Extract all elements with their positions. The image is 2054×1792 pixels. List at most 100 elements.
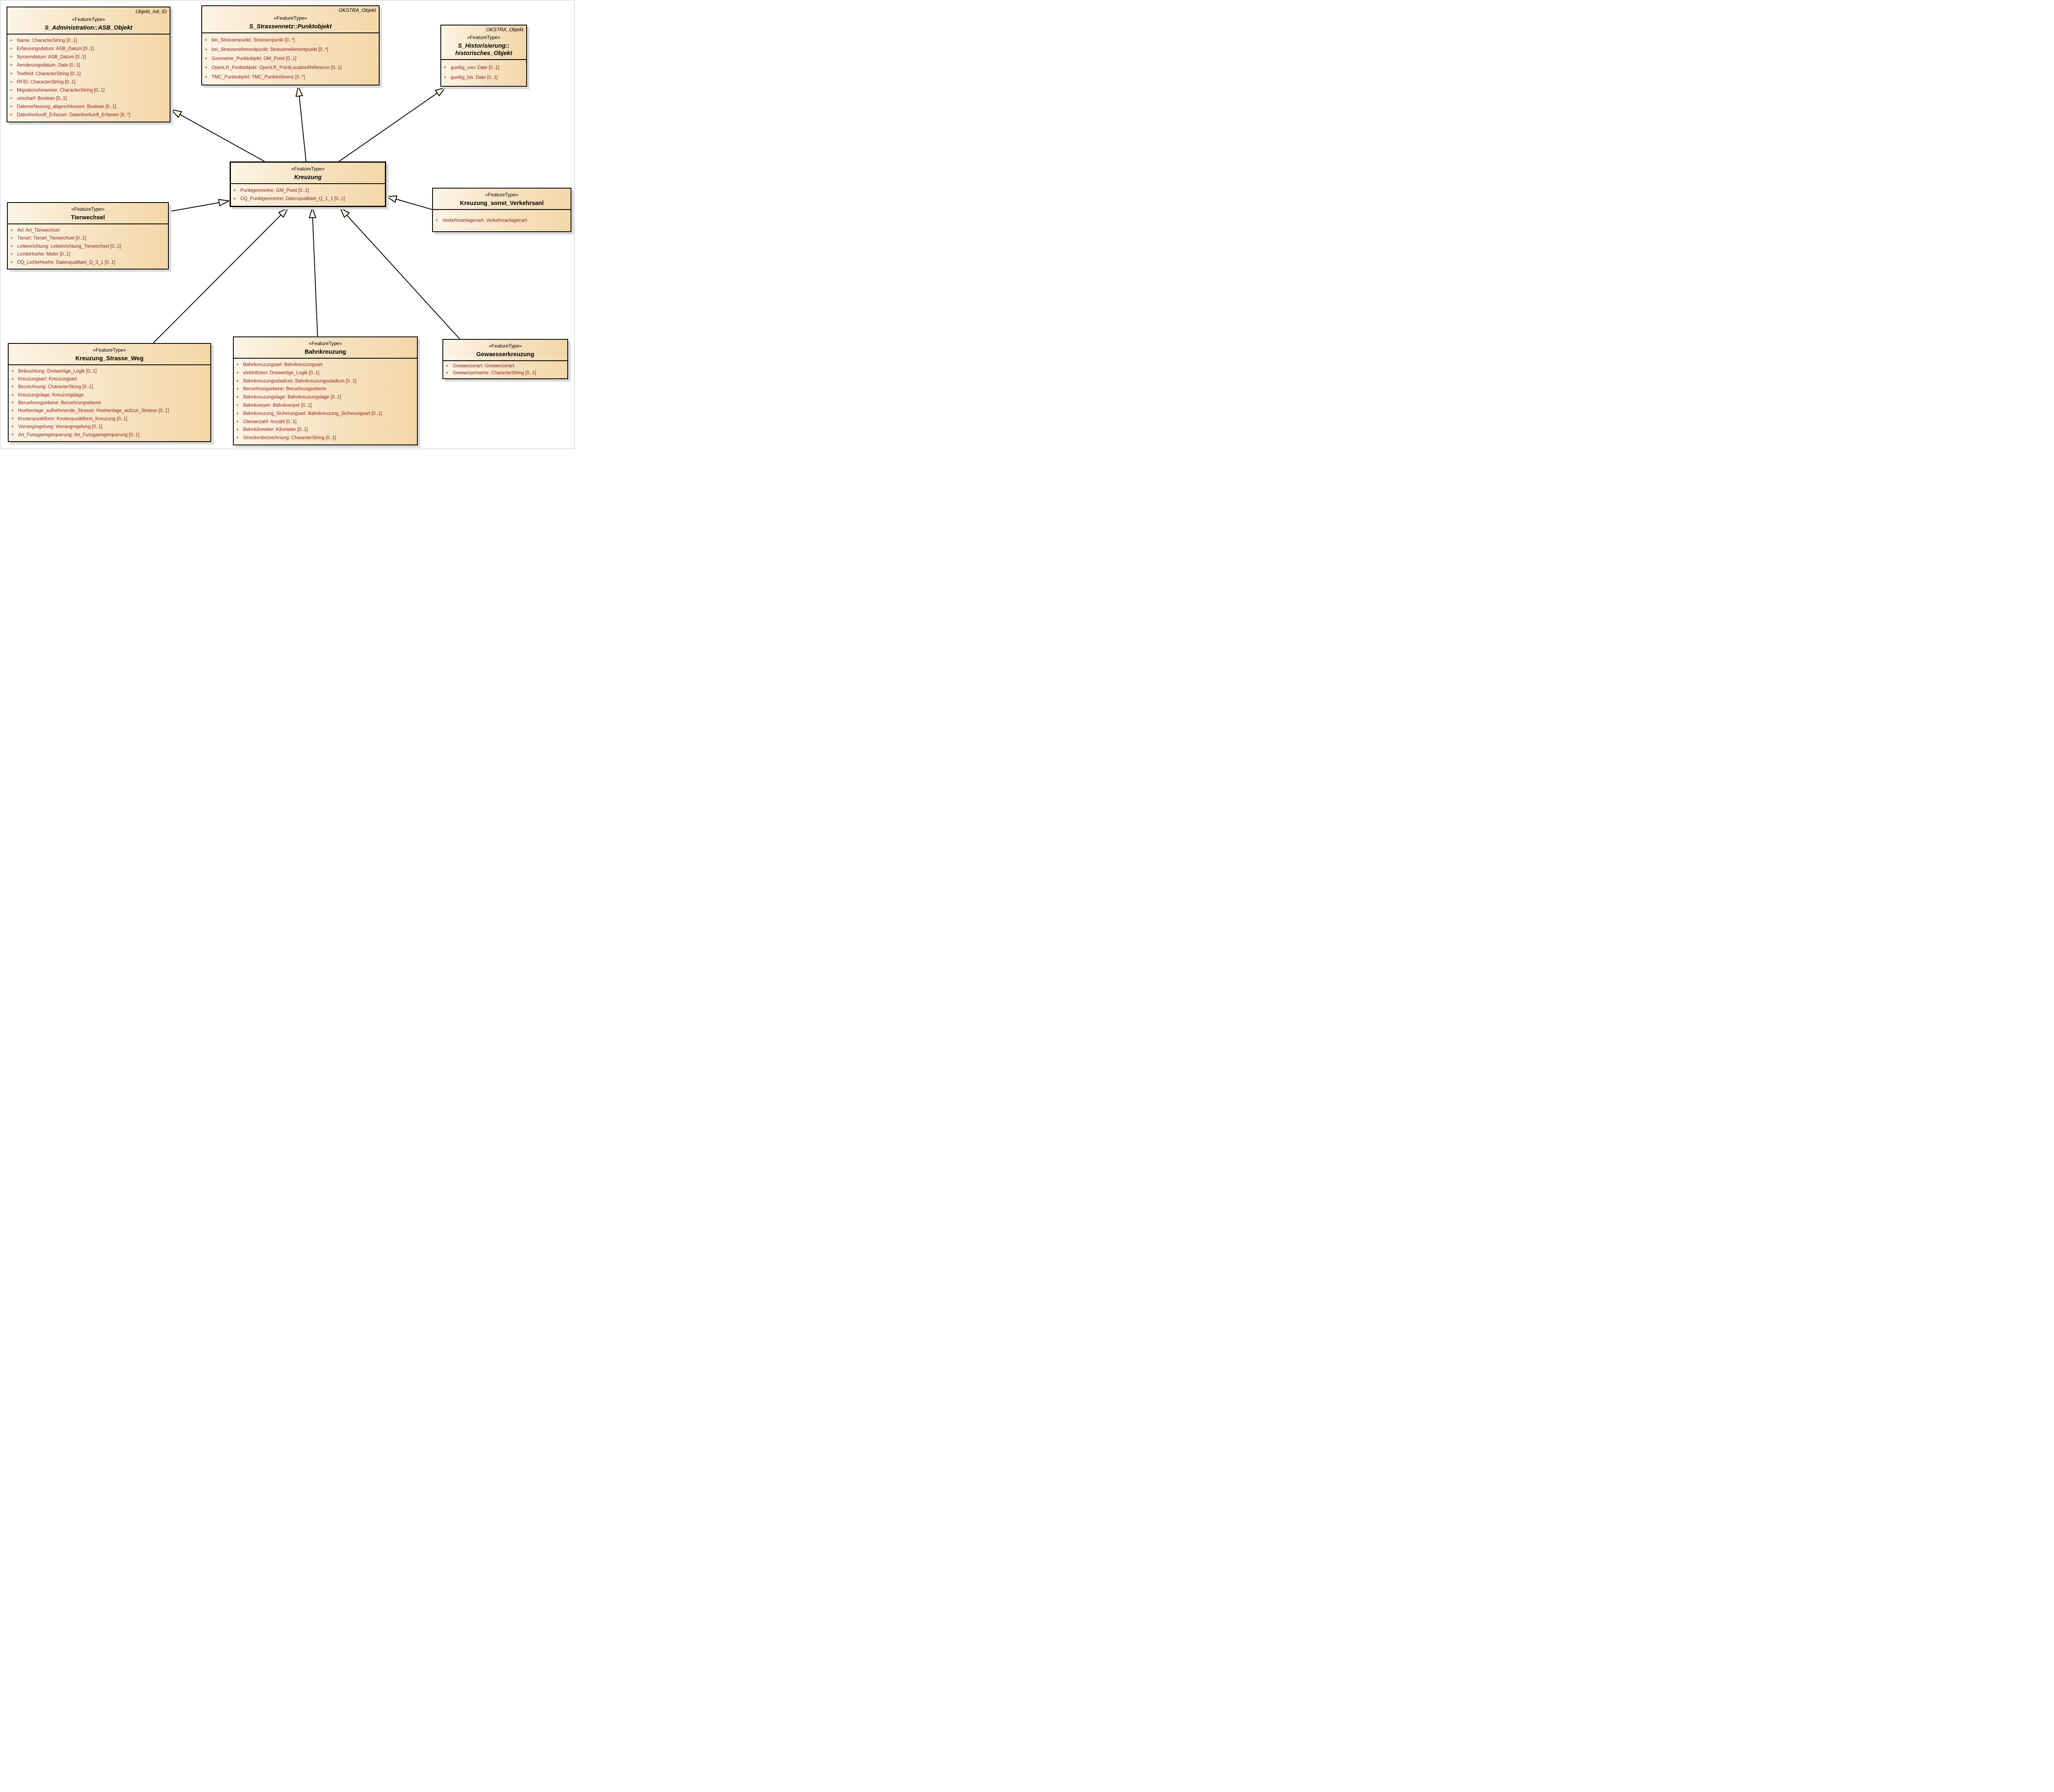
visibility-public-icon: + [236,378,239,384]
generalization-edges [153,0,460,343]
visibility-public-icon: + [11,432,14,438]
visibility-public-icon: + [236,411,239,416]
visibility-public-icon: + [236,370,239,375]
attribute-text: Beruehrungsebene: Beruehrungsebene [243,387,327,392]
attribute-text: Bahnkreuzungslage: Bahnkreuzungslage [0.… [243,395,341,400]
edge-kreuzung-sonst-verkehrsanl-to-kreuzung [387,196,433,210]
class-bahnkreuzung[interactable]: «FeatureType» Bahnkreuzung +Bahnkreuzung… [233,336,418,445]
attribute-row: +Bahnkreuzungsart: Bahnkreuzungsart [236,362,414,368]
attribute-list: +gueltig_von: Date [0..1]+gueltig_bis: D… [441,59,526,86]
attribute-row: +LichteHoehe: Meter [0..1] [10,251,166,258]
attribute-row: +Erfassungsdatum: ASB_Datum [0..1] [10,46,167,52]
attribute-row: +Beruehrungsebene: Beruehrungsebene [236,386,414,392]
attribute-list: +Punktgeometrie: GM_Point [0..1] +DQ_Punk… [231,183,385,206]
attribute-row: +Punktgeometrie: GM_Point [0..1] [233,188,382,194]
edge-kreuzung-to-punktobjekt [298,86,306,162]
attribute-text: Vorrangregelung: Vorrangregelung [0..1] [18,424,103,430]
attribute-list: +bei_Strassenpunkt: Strassenpunkt [0..*]… [202,32,379,85]
visibility-public-icon: + [10,79,13,85]
class-header: «FeatureType» Bahnkreuzung [234,337,417,358]
class-kreuzung-sonst-verkehrsanl[interactable]: «FeatureType» Kreuzung_sonst_Verkehrsanl… [432,188,571,232]
attribute-text: Kreuzungsart: Kreuzungsart [18,376,77,382]
class-kreuzung-strasse-weg[interactable]: «FeatureType» Kreuzung_Strasse_Weg + Bele… [8,343,211,442]
attribute-text: Gewaesserart: Gewaesserart [453,364,514,369]
class-tierwechsel[interactable]: «FeatureType» Tierwechsel +Art: Art_Tier… [7,202,169,269]
class-header: «FeatureType» Gewaesserkreuzung [443,340,567,360]
attribute-text: Tierart: Tierart_Tierwechsel [0..1] [17,236,86,241]
attribute-text: gueltig_von: Date [0..1] [451,65,500,71]
attribute-row: +Migrationshinweise: CharacterString [0.… [10,88,167,94]
visibility-public-icon: + [10,71,13,76]
stereotype-label: «FeatureType» [291,166,325,172]
attribute-row: +Bahnkreuzungslage: Bahnkreuzungslage [0… [236,394,414,401]
attribute-text: Bahnkreuzungsstadium: Bahnkreuzungsstadi… [243,378,357,384]
attribute-text: Streckenbezeichnung: CharacterString [0.… [243,435,336,441]
visibility-public-icon: + [444,75,447,81]
visibility-public-icon: + [205,38,207,43]
visibility-public-icon: + [10,236,13,241]
uml-class-diagram: Objekt_mit_ID «FeatureType» S_Administra… [0,0,575,449]
attribute-row: + Beleuchtung: Dreiwertige_Logik [0..1] [11,369,208,375]
attribute-text: Bahnkoerper: Bahnkoerper [0..1] [243,403,312,408]
attribute-list: +Beleuchtung: Dreiwertige_Logik [0..1]+K… [9,364,210,441]
attribute-text: Beleuchtung: Dreiwertige_Logik [0..1] [18,369,97,374]
attribute-text: Name: CharacterString [0..1] [17,38,77,44]
stereotype-label: «FeatureType» [467,35,500,40]
attribute-text: bei_Strassenelementpunkt: Strassenelemen… [212,47,328,52]
stereotype-label: «FeatureType» [93,347,126,353]
class-punktobjekt[interactable]: OKSTRA_Objekt «FeatureType» S_Strassenne… [201,5,380,85]
class-historisches-objekt[interactable]: OKSTRA_Objekt «FeatureType» S_Historisie… [440,25,527,87]
visibility-public-icon: + [10,96,13,101]
attribute-row: +Gewaesserart: Gewaesserart [446,363,565,369]
attribute-text: Art_Fussgaengerquerung: Art_Fussgaengerq… [18,432,140,438]
attribute-text: Aenderungsdatum: Date [0..1] [17,63,80,68]
visibility-public-icon: + [11,416,14,422]
attribute-row: +Bahnkilometer: Kilometer [0..1] [236,427,414,433]
stereotype-label: «FeatureType» [309,341,342,346]
stereotype-label: «FeatureType» [488,343,522,349]
visibility-public-icon: + [11,401,14,406]
attribute-text: Leiteinrichtung: Leiteinrichtung_Tierwec… [17,244,121,249]
attribute-list: +Verkehrsanlagenart: Verkehrsanlagenart [433,209,571,231]
attribute-text: OpenLR_Punktobjekt: OpenLR_PointLocation… [212,65,342,71]
attribute-row: +bei_Strassenpunkt: Strassenpunkt [0..*] [205,37,376,44]
class-name: Gewaesserkreuzung [476,351,534,358]
attribute-row: +TMC_Punktobjekt: TMC_Punktreferenz [0..… [205,74,376,81]
visibility-public-icon: + [10,63,13,68]
class-gewaesserkreuzung[interactable]: «FeatureType» Gewaesserkreuzung +Gewaess… [442,339,568,379]
class-header: Objekt_mit_ID «FeatureType» S_Administra… [7,7,170,34]
class-kreuzung[interactable]: «FeatureType» Kreuzung +Punktgeometrie: … [230,161,386,207]
attribute-row: +Gewaessername: CharacterString [0..1] [446,370,565,376]
class-name: Bahnkreuzung [304,349,346,355]
visibility-public-icon: + [11,385,14,390]
attribute-row: + Art_Fussgaengerquerung: Art_Fussgaenger… [11,432,208,438]
attribute-row: +Beruehrungsebene: Beruehrungsebene [11,400,208,406]
edge-bahnkreuzung-to-kreuzung [312,208,318,337]
attribute-text: Bahnkreuzung_Sicherungsart: Bahnkreuzung… [243,411,382,416]
attribute-text: Hoehenlage_aufnehmende_Strasse: Hoehenla… [18,408,169,414]
visibility-public-icon: + [11,369,14,374]
visibility-public-icon: + [10,88,13,93]
attribute-text: unscharf: Boolean [0..1] [17,96,67,101]
class-asb-objekt[interactable]: Objekt_mit_ID «FeatureType» S_Administra… [7,7,170,122]
edge-tierwechsel-to-kreuzung [168,201,229,212]
attribute-text: TMC_Punktobjekt: TMC_Punktreferenz [0..*… [212,74,305,80]
class-header: «FeatureType» Kreuzung_Strasse_Weg [9,344,210,364]
visibility-public-icon: + [205,65,207,71]
edge-kreuzung-strasse-weg-to-kreuzung [153,208,288,343]
class-header: «FeatureType» Tierwechsel [8,203,168,223]
visibility-public-icon: + [11,424,14,430]
visibility-public-icon: + [10,244,13,249]
attribute-row: +gueltig_von: Date [0..1] [444,65,524,71]
visibility-public-icon: + [11,376,14,382]
attribute-row: +DQ_Punktgeometrie: Datenqualitaet_Q_1_1… [233,196,382,202]
visibility-public-icon: + [236,362,239,367]
attribute-row: +Kreuzungslage: Kreuzungslage [11,392,208,398]
attribute-row: +Bezeichnung: CharacterString [0..1] [11,384,208,390]
attribute-row: +Hoehenlage_aufnehmende_Strasse: Hoehenl… [11,408,208,414]
attribute-row: +Gleisanzahl: Anzahl [0..1] [236,419,414,425]
attribute-list: + Name: CharacterString [0..1] +Erfassungs… [7,34,170,122]
visibility-public-icon: + [446,371,449,376]
attribute-text: Punktgeometrie: GM_Point [0..1] [240,188,309,193]
attribute-row: + Kreuzungsart: Kreuzungsart [11,376,208,382]
